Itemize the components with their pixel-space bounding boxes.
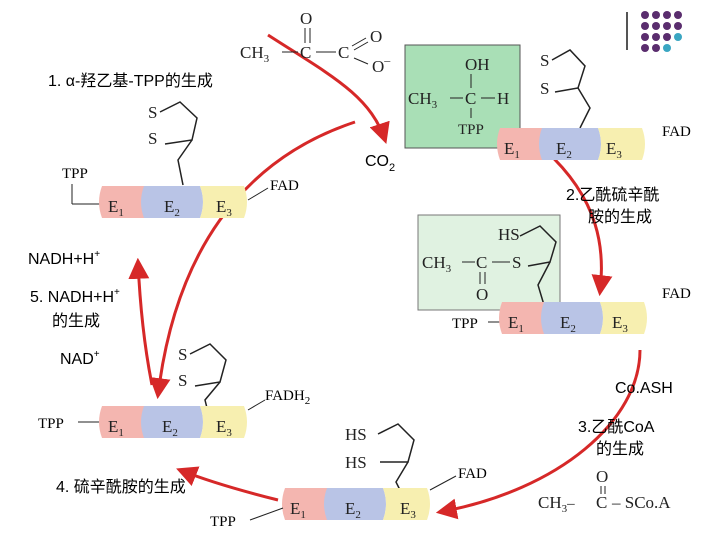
step4-label: 4. 硫辛酰胺的生成	[56, 478, 186, 496]
lipoyl-ring-top-left: S S	[148, 101, 198, 186]
svg-text:E3: E3	[612, 313, 628, 335]
svg-text:E2: E2	[162, 417, 178, 439]
svg-text:S: S	[512, 253, 521, 272]
hydroxyethyl-tpp-molecule: OH CH3 C H TPP	[408, 55, 509, 138]
svg-text:O: O	[300, 9, 312, 28]
arrow-step5-to-step1	[149, 120, 356, 400]
svg-text:E2: E2	[560, 313, 576, 335]
svg-text:TPP: TPP	[38, 416, 64, 432]
acetyl-lipoamide-box	[417, 214, 561, 311]
svg-text:HS: HS	[498, 225, 520, 244]
dihydrolipoyl-bottom: HS HS	[345, 423, 415, 491]
svg-text:C: C	[596, 493, 607, 512]
svg-text:C: C	[476, 253, 487, 272]
enzyme-complex-bottom: E1 E2 E3 TPP FAD	[210, 466, 487, 530]
lipoyl-ring-top-right: S S	[540, 49, 591, 129]
svg-text:CH3: CH3	[422, 253, 452, 275]
svg-text:O: O	[596, 467, 608, 486]
enzyme-complex-top-right: E1 E2 E3 FAD	[497, 124, 691, 161]
svg-text:E1: E1	[108, 197, 124, 219]
co2-label: CO2	[365, 153, 395, 174]
svg-text:– SCo.A: – SCo.A	[611, 493, 671, 512]
svg-text:FAD: FAD	[662, 286, 691, 302]
svg-text:FAD: FAD	[662, 124, 691, 140]
svg-text:E2: E2	[164, 197, 180, 219]
nadh-label: NADH+H+	[28, 249, 100, 268]
acetyl-lipoamide-molecule: HS CH3 C S O	[422, 225, 557, 306]
lipoyl-ring-middle-left: S S	[178, 343, 227, 413]
svg-text:E2: E2	[345, 499, 361, 521]
svg-text:C: C	[300, 43, 311, 62]
svg-text:C: C	[465, 89, 476, 108]
arrow-step4-to-step5	[128, 257, 154, 386]
step5-label-line2: 的生成	[52, 312, 100, 330]
svg-text:FAD: FAD	[458, 466, 487, 482]
svg-text:OH: OH	[465, 55, 490, 74]
enzyme-complex-middle-right: TPP E1 E2 E3 FAD	[452, 286, 691, 335]
e2-label: E2	[556, 139, 572, 161]
svg-text:O: O	[370, 27, 382, 46]
svg-text:E3: E3	[216, 197, 232, 219]
enzyme-complex-middle-left: TPP E1 E2 E3 FADH2	[38, 388, 310, 439]
acetyl-coa-molecule: O CH3– C – SCo.A	[538, 467, 671, 515]
svg-text:E1: E1	[108, 417, 124, 439]
svg-text:CH3: CH3	[240, 43, 270, 65]
svg-text:S: S	[148, 129, 157, 148]
corner-decoration	[626, 11, 682, 52]
step3-label-line1: 3.乙酰CoA	[578, 418, 655, 436]
svg-text:E1: E1	[290, 499, 306, 521]
svg-text:HS: HS	[345, 425, 367, 444]
svg-text:S: S	[540, 51, 549, 70]
enzyme-complex-top-left: TPP E1 E2 E3 FAD	[62, 166, 299, 219]
svg-text:C: C	[338, 43, 349, 62]
svg-text:TPP: TPP	[210, 514, 236, 530]
step1-label: 1. α-羟乙基-TPP的生成	[48, 72, 213, 90]
svg-text:FAD: FAD	[270, 178, 299, 194]
step3-label-line2: 的生成	[596, 440, 644, 458]
svg-text:H: H	[497, 89, 509, 108]
svg-text:S: S	[148, 103, 157, 122]
arrow-step3-to-step4	[176, 466, 279, 502]
cycle-arrows	[128, 33, 642, 520]
svg-text:CH3: CH3	[408, 89, 438, 111]
svg-text:S: S	[178, 345, 187, 364]
arrow-step1-to-step2	[543, 148, 613, 297]
svg-text:O: O	[476, 285, 488, 304]
svg-text:E3: E3	[216, 417, 232, 439]
arrow-pyruvate-to-co2	[267, 33, 390, 144]
e1-label: E1	[504, 139, 520, 161]
step2-label-line1: 2.乙酰硫辛酰	[566, 186, 659, 204]
svg-text:TPP: TPP	[458, 122, 484, 138]
svg-text:O–: O–	[372, 53, 391, 76]
nad-label: NAD+	[60, 349, 100, 368]
step5-label-line1: 5. NADH+H+	[30, 287, 120, 306]
e3-label: E3	[606, 139, 622, 161]
svg-text:TPP: TPP	[62, 166, 88, 182]
svg-text:S: S	[178, 371, 187, 390]
svg-text:CH3–: CH3–	[538, 493, 575, 515]
svg-text:FADH2: FADH2	[265, 388, 310, 407]
coash-label: Co.ASH	[615, 380, 673, 397]
svg-text:E1: E1	[508, 313, 524, 335]
svg-text:S: S	[540, 79, 549, 98]
step2-label-line2: 胺的生成	[588, 208, 652, 226]
svg-text:E3: E3	[400, 499, 416, 521]
pyruvate-molecule: O CH3 C C O O–	[240, 9, 391, 76]
arrow-step2-to-step3	[435, 349, 642, 520]
svg-text:HS: HS	[345, 453, 367, 472]
svg-text:TPP: TPP	[452, 316, 478, 332]
